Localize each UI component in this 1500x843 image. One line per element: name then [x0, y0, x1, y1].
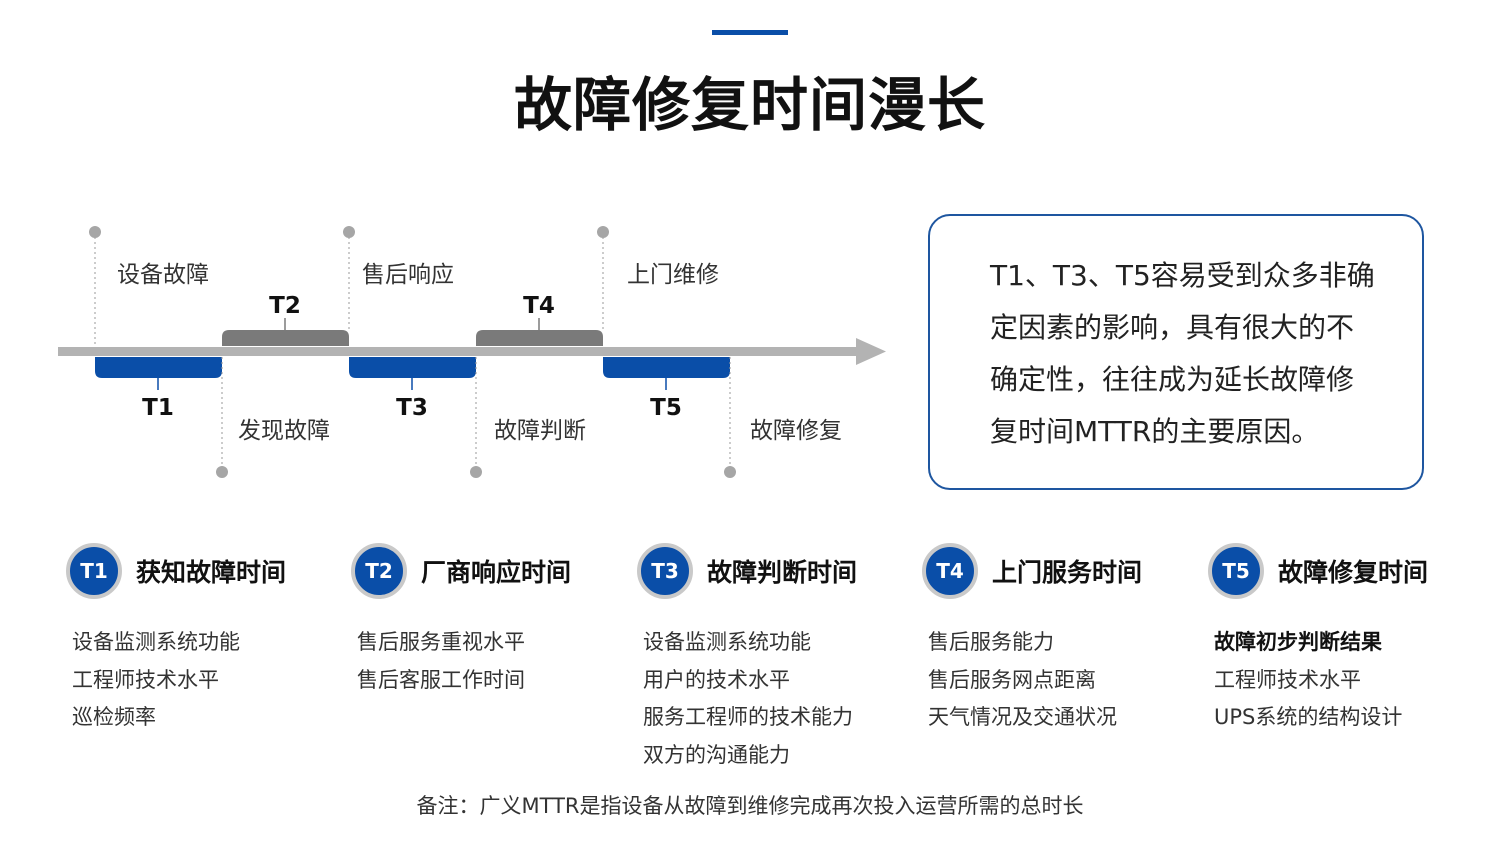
event-dot-bottom-1: [216, 466, 228, 478]
column-item: 设备监测系统功能: [643, 630, 811, 654]
info-line: T1、T3、T5容易受到众多非确: [990, 259, 1375, 292]
column-item: 用户的技术水平: [643, 667, 790, 692]
segment-t2-bar: [222, 330, 349, 346]
event-label-top-3: 上门维修: [627, 262, 719, 288]
column-items: 设备监测系统功能 工程师技术水平 巡检频率: [66, 624, 346, 737]
column-items: 设备监测系统功能 用户的技术水平 服务工程师的技术能力 双方的沟通能力: [637, 624, 917, 774]
segment-t3-label: T3: [396, 395, 428, 421]
column-title: 上门服务时间: [992, 558, 1143, 587]
column-items: 售后服务重视水平 售后客服工作时间: [351, 624, 631, 699]
footnote: 备注：广义MTTR是指设备从故障到维修完成再次投入运营所需的总时长: [416, 794, 1084, 818]
column-item: 售后客服工作时间: [357, 667, 525, 692]
column-item: 设备监测系统功能: [72, 630, 240, 654]
column-header: T1 获知故障时间: [66, 542, 346, 600]
column-items: 故障初步判断结果 工程师技术水平 UPS系统的结构设计: [1208, 624, 1488, 737]
factor-column-t3: T3 故障判断时间 设备监测系统功能 用户的技术水平 服务工程师的技术能力 双方…: [637, 542, 917, 774]
badge-t1: T1: [66, 543, 122, 599]
column-item: 天气情况及交通状况: [928, 705, 1117, 729]
column-item: 故障初步判断结果: [1214, 630, 1382, 654]
page-title: 故障修复时间漫长: [513, 71, 986, 139]
column-header: T3 故障判断时间: [637, 542, 917, 600]
segment-t4-label: T4: [523, 293, 555, 319]
column-items: 售后服务能力 售后服务网点距离 天气情况及交通状况: [922, 624, 1202, 737]
segment-t5-label: T5: [650, 395, 682, 421]
title-accent-bar: [712, 30, 788, 35]
badge-t2: T2: [351, 543, 407, 599]
badge-t5: T5: [1208, 543, 1264, 599]
badge-t3: T3: [637, 543, 693, 599]
timeline-arrow-head: [856, 338, 886, 365]
column-item: UPS系统的结构设计: [1214, 705, 1403, 729]
info-line: 复时间MTTR的主要原因。: [990, 415, 1320, 448]
segment-t1-label: T1: [142, 395, 174, 421]
column-title: 厂商响应时间: [421, 558, 572, 587]
column-title: 获知故障时间: [136, 558, 287, 587]
event-label-bottom-3: 故障修复: [750, 418, 842, 444]
column-header: T4 上门服务时间: [922, 542, 1202, 600]
segment-t2-label: T2: [269, 293, 301, 319]
info-line: 确定性，往往成为延长故障修: [990, 363, 1355, 396]
event-dot-bottom-3: [724, 466, 736, 478]
event-dot-top-2: [343, 226, 355, 238]
column-item: 售后服务重视水平: [357, 630, 525, 654]
column-title: 故障修复时间: [1278, 558, 1429, 587]
factor-column-t5: T5 故障修复时间 故障初步判断结果 工程师技术水平 UPS系统的结构设计: [1208, 542, 1488, 737]
column-item: 服务工程师的技术能力: [643, 705, 853, 729]
timeline-arrow-shaft: [58, 347, 860, 356]
column-header: T2 厂商响应时间: [351, 542, 631, 600]
segment-t3-bar: [349, 357, 476, 378]
column-title: 故障判断时间: [707, 558, 858, 587]
column-item: 双方的沟通能力: [643, 742, 790, 767]
event-dot-top-1: [89, 226, 101, 238]
info-line: 定因素的影响，具有很大的不: [990, 311, 1355, 344]
event-label-top-2: 售后响应: [362, 262, 454, 288]
event-label-bottom-1: 发现故障: [238, 418, 330, 444]
column-item: 工程师技术水平: [1214, 667, 1361, 692]
timeline-diagram: T1 T2 T3 T4 T5 设备故障 售后响应 上门维修 发现故障 故障判断 …: [58, 226, 886, 478]
column-item: 工程师技术水平: [72, 667, 219, 692]
badge-t4: T4: [922, 543, 978, 599]
factor-column-t2: T2 厂商响应时间 售后服务重视水平 售后客服工作时间: [351, 542, 631, 699]
factor-column-t1: T1 获知故障时间 设备监测系统功能 工程师技术水平 巡检频率: [66, 542, 346, 737]
segment-t5-bar: [603, 357, 730, 378]
segment-t4-bar: [476, 330, 603, 346]
info-box: T1、T3、T5容易受到众多非确 定因素的影响，具有很大的不 确定性，往往成为延…: [928, 214, 1424, 490]
event-label-top-1: 设备故障: [117, 262, 209, 288]
event-dot-bottom-2: [470, 466, 482, 478]
factor-column-t4: T4 上门服务时间 售后服务能力 售后服务网点距离 天气情况及交通状况: [922, 542, 1202, 737]
event-dot-top-3: [597, 226, 609, 238]
column-item: 售后服务能力: [928, 630, 1054, 654]
segment-t1-bar: [95, 357, 222, 378]
event-label-bottom-2: 故障判断: [494, 418, 586, 444]
column-item: 巡检频率: [72, 705, 156, 729]
column-header: T5 故障修复时间: [1208, 542, 1488, 600]
column-item: 售后服务网点距离: [928, 667, 1096, 692]
